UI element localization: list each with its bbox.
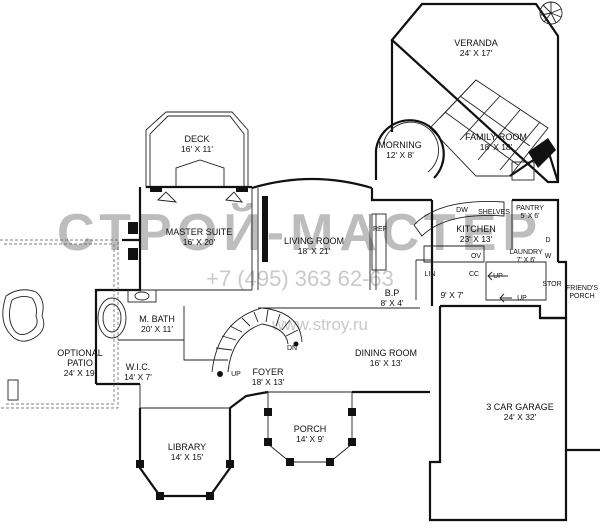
friends-porch-line1: FRIEND'S	[566, 285, 598, 292]
interior-walls	[118, 188, 547, 409]
veranda-area	[390, 1, 563, 184]
outer-walls	[94, 177, 600, 522]
patio-area	[0, 239, 119, 409]
bp-label: B.P	[385, 288, 400, 298]
pantry-dims: 5' X 6'	[520, 213, 539, 220]
bp-dims: 8' X 4'	[380, 298, 403, 308]
library-area	[136, 460, 234, 500]
foyer-dims: 18' X 13'	[252, 377, 285, 387]
porch-area	[264, 391, 356, 466]
up-label-garage: UP	[517, 295, 527, 302]
wic-label: W.I.C.	[126, 362, 151, 372]
m-bath-label: M. BATH	[139, 314, 175, 324]
shelves-label: SHELVES	[478, 209, 510, 216]
dn-label-foyer: DN	[287, 345, 297, 352]
family-room-dims: 18' X 18'	[480, 142, 513, 152]
stor-label: STOR	[542, 281, 561, 288]
living-room-dims: 18' X 21'	[298, 246, 331, 256]
watermark-site: www.stroy.ru	[271, 315, 368, 334]
watermark-phone: +7 (495) 363 62-63	[206, 266, 394, 291]
library-label: LIBRARY	[168, 442, 206, 452]
pantry-label: PANTRY	[516, 205, 544, 212]
laundry-dims: 7' X 6'	[516, 257, 535, 264]
direction-arrows	[487, 271, 512, 303]
porch-dims: 14' X 9'	[296, 434, 324, 444]
garage-label: 3 CAR GARAGE	[486, 402, 554, 412]
wic-dims: 14' X 7'	[124, 372, 152, 382]
deck-label: DECK	[184, 134, 209, 144]
room-labels: VERANDA 24' X 17' DECK 16' X 11' MORNING…	[57, 38, 598, 462]
foyer-label: FOYER	[252, 367, 284, 377]
half-bath-dims: 9' X 7'	[440, 290, 463, 300]
up-label-foyer: UP	[231, 371, 241, 378]
dw-label: DW	[456, 207, 468, 214]
fixture-labels: REF DW SHELVES OV CC LIN UP UP UP DN STO…	[231, 207, 562, 378]
library-dims: 14' X 15'	[171, 452, 204, 462]
ref-label: REF	[373, 226, 387, 233]
patio-label-line1: OPTIONAL	[57, 348, 103, 358]
porch-label: PORCH	[294, 424, 327, 434]
master-suite-label: MASTER SUITE	[166, 227, 233, 237]
veranda-dims: 24' X 17'	[460, 48, 493, 58]
morning-dims: 12' X 8'	[386, 150, 414, 160]
washer-label: W	[545, 253, 552, 260]
kitchen-label: KITCHEN	[456, 224, 496, 234]
master-bay	[128, 159, 248, 260]
dining-room-dims: 16' X 13'	[370, 358, 403, 368]
dining-room-label: DINING ROOM	[355, 348, 417, 358]
morning-label: MORNING	[378, 140, 422, 150]
garage-dims: 24' X 32'	[504, 412, 537, 422]
living-bay	[262, 196, 387, 271]
ov-label: OV	[471, 253, 481, 260]
deck-dims: 16' X 11'	[181, 144, 213, 154]
kitchen-dims: 23' X 13'	[460, 234, 493, 244]
m-bath-dims: 20' X 11'	[141, 324, 173, 334]
cc-label: CC	[469, 271, 479, 278]
patio-label-line2: PATIO	[67, 358, 93, 368]
veranda-label: VERANDA	[454, 38, 498, 48]
living-room-label: LIVING ROOM	[284, 236, 344, 246]
morning-area	[374, 119, 445, 179]
lin-label: LIN	[425, 271, 436, 278]
laundry-label: LAUNDRY	[509, 249, 543, 256]
patio-dims: 24' X 19'	[64, 368, 97, 378]
family-room-label: FAMILY ROOM	[465, 132, 527, 142]
dryer-label: D	[545, 237, 550, 244]
bath-fixtures	[97, 289, 157, 339]
friends-porch-line2: PORCH	[569, 293, 594, 300]
foyer-stair	[211, 307, 303, 377]
up-label-kitchen: UP	[493, 273, 503, 280]
master-suite-dims: 16' X 20'	[183, 237, 216, 247]
family-room-area	[374, 79, 560, 183]
